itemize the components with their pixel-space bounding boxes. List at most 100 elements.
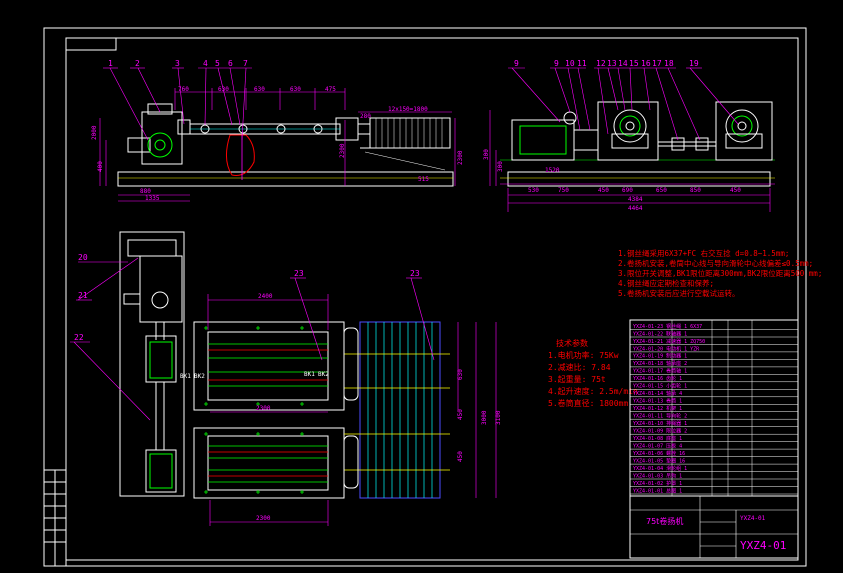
- param-line: 4.起升速度: 2.5m/min: [548, 386, 638, 396]
- bom-row: YXZ4-01-16 齿轮 1: [633, 375, 682, 382]
- reducer-plan-1: [145, 335, 177, 383]
- param-line: 3.起重量: 75t: [548, 374, 606, 384]
- dim-text: 1520: [545, 167, 560, 174]
- technical-notes: 1.钢丝绳采用6X37+FC 右交互捻 d=0.8~1.5mm; 2.卷扬机安装…: [618, 248, 822, 298]
- dim-text: 3000: [481, 410, 488, 425]
- top-left-elevation: 760 630 630 630 475 12x150=1800 880 1335…: [91, 59, 464, 202]
- dim-text: 450: [457, 409, 464, 420]
- balloon-17: 17: [652, 59, 662, 68]
- limit-switch-bk2: BK2: [318, 371, 329, 378]
- motor-left: [127, 137, 151, 153]
- dim-text: 300: [483, 149, 490, 160]
- dim-text: 300: [497, 161, 504, 172]
- base-frame: [117, 171, 454, 187]
- dim-text: 1335: [145, 195, 160, 202]
- bom-row: YXZ4-01-07 压板 4: [633, 443, 682, 450]
- reducer-plan-2: [145, 449, 177, 493]
- bom-row: YXZ4-01-20 电动机 1 YZR: [633, 345, 700, 352]
- bom-row: YXZ4-01-18 轴承座 2: [633, 360, 687, 367]
- dim-text: 850: [690, 187, 701, 194]
- balloon-19: 19: [689, 59, 699, 68]
- dim-text: 2300: [256, 515, 271, 522]
- params-heading: 技术参数: [556, 338, 588, 348]
- dim-text: 4384: [628, 196, 643, 203]
- drawing-number: YXZ4-01: [740, 539, 786, 552]
- plan-view: 2400 2300 2300 3000 3100 630 450 450 BK1…: [70, 231, 502, 526]
- dim-text: 280: [360, 113, 371, 120]
- corner-tag: [65, 37, 117, 51]
- inner-frame: [65, 37, 799, 561]
- balloon-22: 22: [74, 333, 84, 342]
- dim-text: 400: [97, 161, 104, 172]
- dim-text: 630: [218, 86, 229, 93]
- limit-switch-bk2b: BK2: [194, 373, 205, 380]
- bom-row: YXZ4-01-23 钢丝绳 1 6X37: [633, 323, 702, 330]
- balloon-15: 15: [629, 59, 639, 68]
- bom-row: YXZ4-01-01 总图 1: [633, 487, 682, 494]
- reducer-left: [141, 111, 183, 165]
- dim-text: 450: [457, 451, 464, 462]
- project-name: 75t卷扬机: [646, 516, 683, 526]
- dim-text: 2000: [91, 125, 98, 140]
- balloon-23: 23: [294, 269, 304, 278]
- param-line: 1.电机功率: 75Kw: [548, 350, 619, 360]
- bom-row: YXZ4-01-11 导向轮 2: [633, 413, 687, 420]
- technical-params: 技术参数 1.电机功率: 75Kw 2.减速比: 7.84 3.起重量: 75t…: [548, 338, 638, 408]
- balloon-11: 11: [577, 59, 587, 68]
- dim-text: 880: [140, 188, 151, 195]
- dim-text: 475: [325, 86, 336, 93]
- bom-row: YXZ4-01-15 小齿轮 1: [633, 383, 687, 390]
- limit-switch-bk1: BK1: [304, 371, 315, 378]
- limit-switch-bk1b: BK1: [180, 373, 191, 380]
- bom-row: YXZ4-01-10 排绳器 1: [633, 420, 687, 427]
- note-line: 1.钢丝绳采用6X37+FC 右交互捻 d=0.8~1.5mm;: [618, 248, 789, 258]
- param-line: 2.减速比: 7.84: [548, 362, 611, 372]
- balloon-9: 9: [514, 59, 519, 68]
- balloon-7: 7: [243, 59, 248, 68]
- plan-frame-column: [119, 231, 185, 497]
- balloon-9b: 9: [554, 59, 559, 68]
- balloon-18: 18: [664, 59, 674, 68]
- top-right-elevation: 530 750 450 690 650 850 450 4384 4464 15…: [483, 59, 775, 212]
- balloon-21: 21: [78, 291, 88, 300]
- balloon-2: 2: [135, 59, 140, 68]
- balloon-13: 13: [607, 59, 617, 68]
- bom-row: YXZ4-01-05 垫圈 16: [633, 457, 685, 464]
- dim-text: 2300: [457, 150, 464, 165]
- left-margin-table: [43, 469, 67, 567]
- reducer-right-2: [715, 101, 773, 161]
- drawing-code: YXZ4-01: [740, 515, 766, 522]
- balloon-20: 20: [78, 253, 88, 262]
- bom-row: YXZ4-01-22 联轴器 1: [633, 330, 687, 337]
- note-line: 3.限位开关调整,BK1限位距离300mm,BK2限位距离500 mm;: [618, 268, 822, 278]
- title-block: 75t卷扬机 YXZ4-01 YXZ4-01: [629, 495, 799, 559]
- bom-row: YXZ4-01-14 轴承 4: [633, 390, 682, 397]
- dim-text: 3100: [495, 410, 502, 425]
- dim-text: 630: [457, 369, 464, 380]
- balloon-10: 10: [565, 59, 575, 68]
- hook-load: [226, 134, 255, 176]
- bom-row: YXZ4-01-09 限位器 2: [633, 428, 687, 435]
- motor-plan: [139, 255, 183, 323]
- param-line: 5.卷筒直径: 1800mm: [548, 398, 628, 408]
- dim-text: 630: [290, 86, 301, 93]
- dim-text: 2300: [256, 405, 271, 412]
- outer-frame: [43, 27, 807, 567]
- dim-text: 2300: [339, 143, 346, 158]
- balloon-3: 3: [175, 59, 180, 68]
- balloon-12: 12: [596, 59, 606, 68]
- dim-text: 450: [598, 187, 609, 194]
- note-line: 2.卷扬机安装,卷筒中心线与导向滑轮中心线偏差≤0.5mm;: [618, 258, 813, 268]
- bom-row: YXZ4-01-08 底座 1: [633, 435, 682, 442]
- balloon-16: 16: [641, 59, 651, 68]
- bom-row: YXZ4-01-04 滑轮组 1: [633, 465, 687, 472]
- bom-row: YXZ4-01-02 护罩 1: [633, 480, 682, 487]
- dim-text: 12x150=1800: [388, 106, 428, 113]
- balloon-14: 14: [618, 59, 628, 68]
- dim-text: 690: [622, 187, 633, 194]
- dim-text: 650: [656, 187, 667, 194]
- bom-row: YXZ4-01-06 螺栓 16: [633, 450, 685, 457]
- note-line: 5.卷扬机安装后应进行空载试运转。: [618, 288, 740, 298]
